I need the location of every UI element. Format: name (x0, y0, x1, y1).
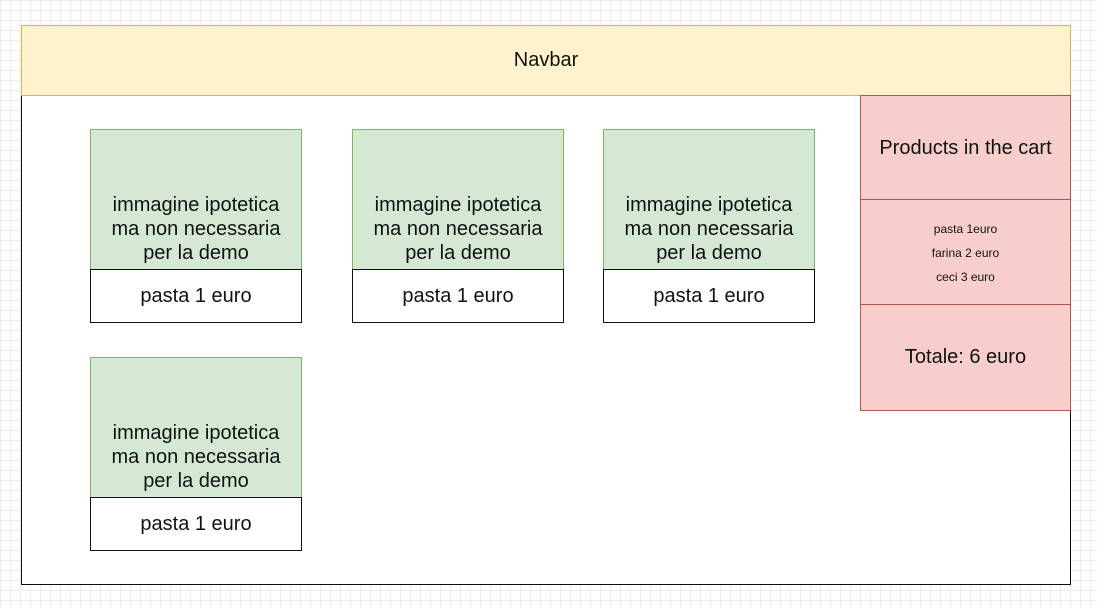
product-label: pasta 1 euro (603, 269, 815, 323)
cart-item: farina 2 euro (931, 245, 1000, 260)
product-label-text: pasta 1 euro (653, 284, 765, 307)
product-label-text: pasta 1 euro (140, 512, 252, 535)
cart-header: Products in the cart (860, 95, 1071, 201)
product-image-text: immagine ipotetica ma non necessaria per… (111, 422, 281, 492)
product-image-placeholder: immagine ipotetica ma non necessaria per… (90, 357, 302, 498)
product-image-placeholder: immagine ipotetica ma non necessaria per… (90, 129, 302, 270)
product-label-text: pasta 1 euro (402, 284, 514, 307)
product-image-placeholder: immagine ipotetica ma non necessaria per… (603, 129, 815, 270)
product-label-text: pasta 1 euro (140, 284, 252, 307)
product-label: pasta 1 euro (90, 269, 302, 323)
product-image-text: immagine ipotetica ma non necessaria per… (373, 194, 543, 264)
navbar: Navbar (21, 25, 1071, 96)
cart-title: Products in the cart (879, 136, 1052, 159)
product-image-placeholder: immagine ipotetica ma non necessaria per… (352, 129, 564, 270)
cart-total: Totale: 6 euro (904, 346, 1027, 368)
cart-total-box: Totale: 6 euro (860, 304, 1071, 411)
cart-items-list: pasta 1euro farina 2 euro ceci 3 euro (860, 199, 1071, 306)
cart-item: pasta 1euro (933, 221, 998, 236)
cart-item: ceci 3 euro (936, 269, 995, 284)
product-image-text: immagine ipotetica ma non necessaria per… (111, 194, 281, 264)
product-label: pasta 1 euro (352, 269, 564, 323)
product-label: pasta 1 euro (90, 497, 302, 551)
navbar-label: Navbar (513, 49, 579, 71)
product-image-text: immagine ipotetica ma non necessaria per… (624, 194, 794, 264)
